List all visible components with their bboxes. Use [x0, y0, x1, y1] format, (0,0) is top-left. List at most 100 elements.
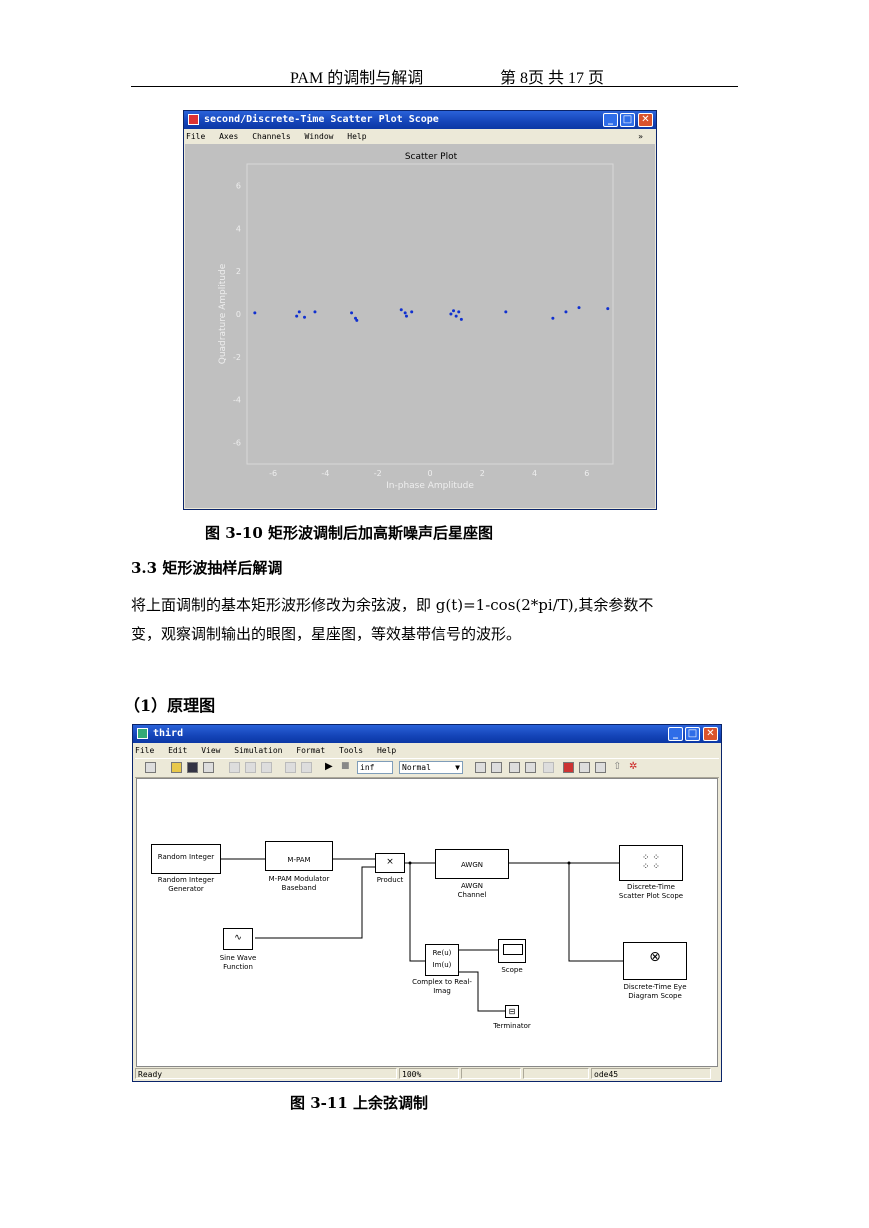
stop-time-field[interactable]: inf: [357, 761, 393, 774]
scatter-point: [457, 310, 461, 314]
menu-axes[interactable]: Axes: [219, 132, 239, 141]
y-tick-label: 4: [236, 224, 241, 233]
eye-diagram-scope-label: Discrete-Time Eye Diagram Scope: [623, 983, 687, 1000]
body-paragraph: 将上面调制的基本矩形波形修改为余弦波，即 g(t)=1-cos(2*pi/T),…: [131, 591, 741, 649]
simulation-mode-value: Normal: [402, 763, 431, 772]
minimize-button[interactable]: _: [668, 727, 683, 741]
chevron-down-icon: ▼: [455, 763, 460, 772]
menu-file[interactable]: File: [186, 132, 206, 141]
debug-icon[interactable]: [509, 762, 520, 773]
menu-channels[interactable]: Channels: [252, 132, 291, 141]
scatter-point: [449, 312, 453, 316]
scatter-point: [564, 310, 568, 314]
simulink-toolbar: ▶ ■ inf Normal ▼ ⇧ ✲: [135, 758, 719, 778]
menu-file[interactable]: File: [135, 746, 155, 755]
scatter-plot-window: second/Discrete-Time Scatter Plot Scope …: [183, 110, 657, 510]
scatter-point: [452, 309, 456, 313]
advisor-icon[interactable]: ✲: [629, 761, 638, 772]
close-button[interactable]: ✕: [638, 113, 653, 127]
play-icon[interactable]: ▶: [325, 761, 333, 772]
section-heading-3-3: 3.3 矩形波抽样后解调: [131, 559, 283, 577]
menu-format[interactable]: Format: [296, 746, 326, 755]
solver-name: ode45: [591, 1068, 711, 1079]
menu-help[interactable]: Help: [376, 746, 397, 755]
cut-icon[interactable]: [229, 762, 240, 773]
mpam-block[interactable]: M-PAM: [265, 841, 333, 871]
y-tick-label: -4: [233, 396, 241, 405]
print-icon[interactable]: [203, 762, 214, 773]
simulink-window: third _ □ ✕ File Edit View Simulation Fo…: [132, 724, 722, 1082]
simulink-window-title: third: [153, 728, 184, 739]
product-icon: ×: [386, 857, 394, 867]
complex-to-real-imag-block[interactable]: Re(u) Im(u): [425, 944, 459, 976]
redo-icon[interactable]: [301, 762, 312, 773]
close-button[interactable]: ✕: [703, 727, 718, 741]
awgn-icon-text: AWGN: [461, 861, 483, 869]
header-rule: [131, 86, 738, 87]
x-tick-label: 6: [584, 469, 589, 478]
new-model-icon[interactable]: [145, 762, 156, 773]
y-axis-label: Quadrature Amplitude: [218, 263, 228, 364]
update-diagram-icon[interactable]: [491, 762, 502, 773]
status-empty-cell-2: [523, 1068, 589, 1079]
menu-help[interactable]: Help: [347, 132, 367, 141]
document-title: PAM 的调制与解调: [290, 70, 424, 87]
up-arrow-icon[interactable]: ⇧: [613, 761, 622, 772]
copy-icon[interactable]: [245, 762, 256, 773]
scatter-point: [295, 314, 299, 318]
scatter-point: [403, 311, 407, 315]
simulink-menubar: File Edit View Simulation Format Tools H…: [135, 744, 719, 757]
menu-window[interactable]: Window: [304, 132, 334, 141]
scatter-point: [303, 315, 307, 319]
terminator-block[interactable]: ⊟: [505, 1005, 519, 1018]
figure-caption-3-10: 图 3-10 矩形波调制后加高斯噪声后星座图: [205, 524, 493, 542]
y-tick-label: 6: [236, 181, 241, 190]
scope-block[interactable]: [498, 939, 526, 963]
scatter-point: [504, 310, 508, 314]
status-empty-cell: [461, 1068, 521, 1079]
random-integer-label: Random Integer Generator: [157, 876, 215, 893]
sine-wave-block[interactable]: ∿: [223, 928, 253, 950]
x-axis-label: In-phase Amplitude: [386, 481, 474, 491]
eye-diagram-scope-block[interactable]: ⊗: [623, 942, 687, 980]
eye-diagram-icon: ⊗: [649, 949, 661, 965]
maximize-button[interactable]: □: [685, 727, 700, 741]
scatter-scope-block[interactable]: ⁘ ⁘⁘ ⁘: [619, 845, 683, 881]
status-text: Ready: [135, 1068, 397, 1079]
maximize-button[interactable]: □: [620, 113, 635, 127]
mpam-label: M-PAM Modulator Baseband: [268, 875, 330, 892]
menu-tools[interactable]: Tools: [339, 746, 364, 755]
paste-icon[interactable]: [261, 762, 272, 773]
open-folder-icon[interactable]: [171, 762, 182, 773]
awgn-block[interactable]: AWGN: [435, 849, 509, 879]
simulation-mode-select[interactable]: Normal ▼: [399, 761, 463, 774]
re-port-label: Re(u): [432, 949, 452, 957]
scatter-point: [355, 318, 359, 322]
minimize-button[interactable]: _: [603, 113, 618, 127]
build-icon[interactable]: [475, 762, 486, 773]
menu-simulation[interactable]: Simulation: [234, 746, 283, 755]
undo-icon[interactable]: [285, 762, 296, 773]
model-explorer-icon[interactable]: [543, 762, 554, 773]
stop-icon[interactable]: ■: [341, 761, 350, 771]
scatter-window-titlebar: second/Discrete-Time Scatter Plot Scope …: [184, 111, 656, 129]
toggle-model-browser-icon[interactable]: [595, 762, 606, 773]
scatter-point: [404, 314, 408, 318]
menu-edit[interactable]: Edit: [168, 746, 188, 755]
simulink-model-canvas[interactable]: Random Integer Random Integer Generator …: [136, 778, 718, 1067]
menu-view[interactable]: View: [201, 746, 221, 755]
scatter-point: [313, 310, 317, 314]
scatter-point: [253, 311, 257, 315]
mpam-icon-text: M-PAM: [287, 856, 311, 864]
random-integer-block[interactable]: Random Integer: [151, 844, 221, 874]
product-block[interactable]: ×: [375, 853, 405, 873]
scatter-menubar: File Axes Channels Window Help »: [186, 130, 654, 143]
save-icon[interactable]: [187, 762, 198, 773]
scatter-point: [350, 311, 354, 315]
menu-overflow-icon[interactable]: »: [638, 132, 643, 141]
chart-title: Scatter Plot: [405, 152, 458, 162]
library-browser-icon[interactable]: [525, 762, 536, 773]
go-to-parent-icon[interactable]: [579, 762, 590, 773]
toggle-browser-icon[interactable]: [563, 762, 574, 773]
scatter-point: [353, 316, 357, 320]
